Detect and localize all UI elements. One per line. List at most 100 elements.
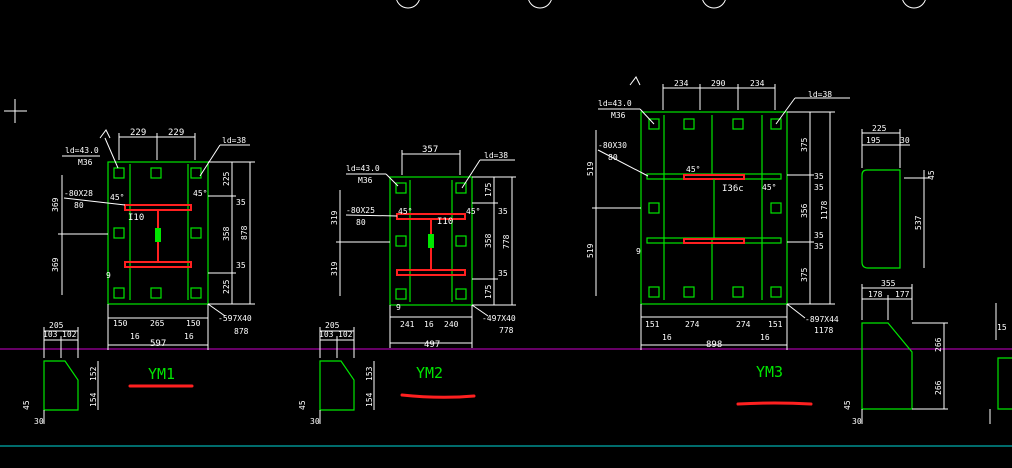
svg-text:45: 45 [843,400,852,410]
svg-text:9: 9 [396,303,401,312]
section-label: I10 [128,213,144,223]
svg-text:151: 151 [645,320,660,329]
svg-text:45°: 45° [762,183,776,192]
steel-beam-bottom [124,261,192,268]
detail-ym2-side: 205 103 102 153 154 45 30 [298,321,375,426]
dim-bottom-total-right: 878 [234,327,249,336]
svg-text:30: 30 [34,417,44,426]
svg-text:205: 205 [49,321,64,330]
svg-text:375: 375 [800,137,809,152]
dim-left-2: 369 [51,257,60,272]
grid-axis-bubble-icon [902,0,926,9]
svg-text:778: 778 [502,234,511,249]
svg-text:30: 30 [852,417,862,426]
svg-text:225: 225 [872,124,887,133]
dim-right-1: 225 [222,171,231,186]
angle-1: 45° [110,193,124,202]
dim-right-total: 878 [240,225,249,240]
svg-text:177: 177 [895,290,910,299]
svg-text:195: 195 [866,136,881,145]
dim-bottom-small-2: 16 [184,332,194,341]
svg-text:1178: 1178 [814,326,833,335]
dim-right-2: 358 [222,226,231,241]
steel-beam-bottom [683,238,745,244]
svg-text:35: 35 [814,231,824,240]
svg-text:M36: M36 [611,111,626,120]
plate-label-ym2[interactable]: YM2 [416,364,443,382]
svg-text:15: 15 [997,323,1007,332]
plate-label-ym3[interactable]: YM3 [756,363,783,381]
plate-outline [389,176,473,306]
plate-outline [107,161,209,305]
embedded-plate-ym3[interactable]: 234 290 234 375 356 375 1178 35 35 35 35… [586,76,850,406]
svg-text:266: 266 [934,380,943,395]
dim-side-2: 35 [236,261,246,270]
dim-top-a: 229 [130,128,146,138]
flag-icon [99,129,111,139]
svg-text:241: 241 [400,320,415,329]
svg-text:102: 102 [338,330,353,339]
detail-edge-partial: 15 [989,303,1012,424]
grid-axis-bubble-icon [528,0,552,9]
svg-text:103: 103 [319,330,334,339]
svg-text:234: 234 [674,79,689,88]
weld-label: 9 [106,271,111,280]
svg-text:16: 16 [424,320,434,329]
svg-text:356: 356 [800,203,809,218]
svg-text:16: 16 [760,333,770,342]
svg-text:45: 45 [927,170,936,180]
svg-text:35: 35 [814,242,824,251]
svg-text:274: 274 [685,320,700,329]
plate-label-ym1[interactable]: YM1 [148,365,175,383]
svg-text:80: 80 [356,218,366,227]
dim-side-1: 35 [236,198,246,207]
svg-text:-80X30: -80X30 [598,141,627,150]
svg-text:45: 45 [298,400,307,410]
svg-text:1178: 1178 [820,201,829,220]
svg-text:102: 102 [62,330,77,339]
svg-text:290: 290 [711,79,726,88]
red-markup-underline [736,401,813,406]
detail-ym1-side: 205 103 102 152 154 45 30 [22,321,99,426]
svg-text:ld=43.0: ld=43.0 [598,99,632,108]
anchor-studs [113,167,202,299]
svg-text:355: 355 [881,279,896,288]
embedded-plate-ym1[interactable]: 229 229 225 358 225 878 35 35 369 369 15… [51,128,255,388]
dim-top-b: 229 [168,128,184,138]
svg-text:205: 205 [325,321,340,330]
red-markup-underline [400,393,476,399]
svg-text:375: 375 [800,267,809,282]
detail-right-top: 225 195 30 537 45 [861,124,936,269]
svg-text:103: 103 [43,330,58,339]
detail-right-bottom: 355 178 177 266 266 45 30 [843,279,948,426]
svg-text:M36: M36 [358,176,373,185]
svg-text:45°: 45° [686,165,700,174]
svg-text:319: 319 [330,210,339,225]
plate-size-callout: -497X40 [482,314,516,323]
svg-text:497: 497 [424,340,440,350]
dim-bottom-small-1: 16 [130,332,140,341]
svg-text:35: 35 [814,183,824,192]
svg-text:154: 154 [365,392,374,407]
plate-size-callout: -597X40 [218,314,252,323]
svg-text:319: 319 [330,261,339,276]
steel-beam-top [124,204,192,211]
svg-text:35: 35 [498,207,508,216]
anchor-size-label: M36 [78,158,93,167]
svg-text:519: 519 [586,243,595,258]
stud-callout: ld=38 [222,136,246,145]
svg-text:178: 178 [868,290,883,299]
svg-text:175: 175 [484,284,493,299]
svg-text:151: 151 [768,320,783,329]
svg-text:519: 519 [586,161,595,176]
svg-text:234: 234 [750,79,765,88]
svg-text:152: 152 [89,366,98,381]
svg-text:153: 153 [365,366,374,381]
embedded-plate-ym2[interactable]: 357 175 358 175 778 35 35 319 319 241 16… [330,145,516,399]
dim-top-a: 357 [422,145,438,155]
svg-text:154: 154 [89,392,98,407]
svg-text:-80X25: -80X25 [346,206,375,215]
svg-text:35: 35 [814,172,824,181]
svg-text:240: 240 [444,320,459,329]
